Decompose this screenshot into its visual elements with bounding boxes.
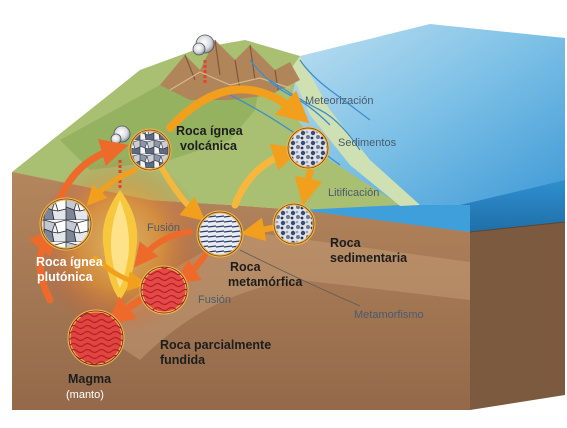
label-partially-melted-1: Roca parcialmente: [160, 338, 271, 352]
arrow-lithification: [305, 172, 310, 195]
label-weathering: Meteorización: [305, 95, 373, 107]
label-melting-upper: Fusión: [147, 222, 180, 234]
arrow-metamorphism: [250, 228, 272, 232]
label-metamorphic-1: Roca: [230, 260, 262, 274]
label-igneous-volcanic-2: volcánica: [180, 139, 238, 153]
label-sedimentary-2: sedimentaria: [330, 251, 408, 265]
label-melting-lower: Fusión: [198, 294, 231, 306]
ground-side: [470, 222, 565, 410]
label-sediments: Sedimentos: [338, 137, 397, 149]
label-magma: Magma: [68, 372, 112, 386]
label-metamorphism: Metamorfismo: [354, 309, 424, 321]
label-sedimentary-1: Roca: [330, 236, 362, 250]
label-lithification: Litificación: [328, 187, 379, 199]
label-mantle: (manto): [66, 389, 104, 401]
label-partially-melted-2: fundida: [160, 353, 206, 367]
label-igneous-plutonic-1: Roca ígnea: [36, 255, 104, 269]
label-metamorphic-2: metamórfica: [228, 275, 303, 289]
label-igneous-plutonic-2: plutónica: [37, 270, 94, 284]
label-igneous-volcanic-1: Roca ígnea: [176, 124, 244, 138]
